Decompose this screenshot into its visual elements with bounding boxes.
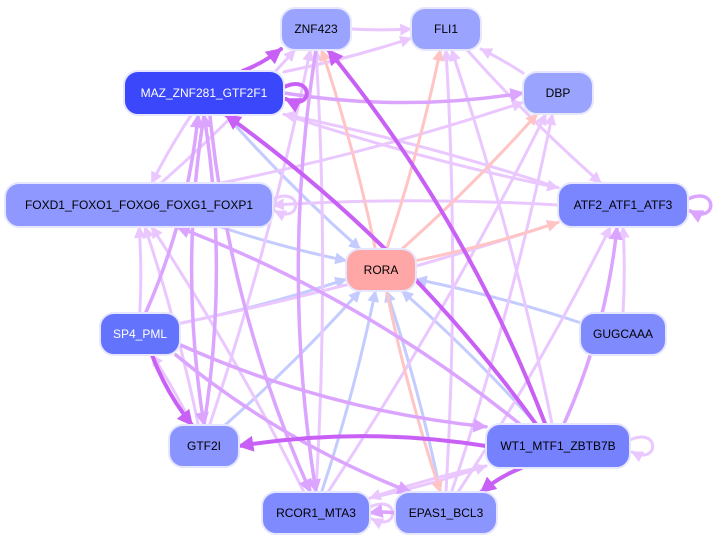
node-label: RORA <box>364 263 399 277</box>
edge-foxd1-to-foxd1 <box>271 194 298 222</box>
node-label: WT1_MTF1_ZBTB7B <box>500 439 615 453</box>
edge-maz-to-gtf2i <box>189 113 209 427</box>
node-box[interactable] <box>410 7 482 51</box>
edge-maz-to-znf423 <box>240 47 283 73</box>
edge-epas1-to-rora <box>384 289 442 494</box>
node-fli1[interactable]: FLI1 <box>410 7 482 51</box>
node-label: MAZ_ZNF281_GTF2F1 <box>141 86 268 100</box>
node-label: GTF2I <box>187 439 221 453</box>
edge-rcor1-to-znf423 <box>310 48 325 494</box>
node-znf423[interactable]: ZNF423 <box>280 7 352 51</box>
edge-rora-to-epas1 <box>385 289 443 494</box>
edge-wt1-to-epas1 <box>479 466 524 494</box>
edge-rcor1-to-foxd1 <box>150 225 306 494</box>
edge-gugcaaa-to-rora <box>414 275 582 325</box>
edge-gugcaaa-to-atf2 <box>617 225 630 315</box>
edge-sp4-to-foxd1 <box>133 225 146 315</box>
node-label: DBP <box>546 86 571 100</box>
edge-wt1-to-rora <box>400 289 538 426</box>
edge-rora-to-atf2 <box>414 220 560 263</box>
edge-znf423-to-fli1 <box>349 23 413 36</box>
edge-maz-to-rcor1 <box>208 113 313 494</box>
edge-sp4-to-wt1 <box>178 342 488 433</box>
edge-atf2-to-atf2 <box>686 194 713 223</box>
node-box[interactable] <box>280 7 352 51</box>
edge-rora-to-znf423 <box>319 48 377 251</box>
edge-maz-to-foxd1 <box>150 113 193 185</box>
node-box[interactable] <box>579 312 667 356</box>
edge-epas1-to-fli1 <box>440 48 455 494</box>
node-box[interactable] <box>4 182 274 228</box>
edge-epas1-to-atf2 <box>456 225 612 494</box>
edge-znf423-to-rcor1 <box>296 48 321 494</box>
edge-wt1-to-wt1 <box>628 435 655 463</box>
edge-gtf2i-to-maz <box>199 113 219 427</box>
edge-maz-to-maz <box>282 82 309 113</box>
edge-gtf2i-to-rora <box>223 289 362 427</box>
node-label: ATF2_ATF1_ATF3 <box>574 198 673 212</box>
node-gtf2i[interactable]: GTF2I <box>168 424 240 468</box>
node-box[interactable] <box>99 312 181 356</box>
edge-wt1-to-rcor1 <box>368 464 488 501</box>
edge-epas1-to-rcor1 <box>368 504 397 518</box>
edge-rora-to-fli1 <box>385 48 445 251</box>
node-box[interactable] <box>123 70 285 116</box>
edge-atf2-to-foxd1 <box>271 198 560 211</box>
node-sp4[interactable]: SP4_PML <box>99 312 181 356</box>
node-maz[interactable]: MAZ_ZNF281_GTF2F1 <box>123 70 285 116</box>
edge-foxd1-to-rora <box>219 225 348 265</box>
edge-maz-to-rora <box>224 113 362 251</box>
node-box[interactable] <box>485 423 631 469</box>
node-foxd1[interactable]: FOXD1_FOXO1_FOXO6_FOXG1_FOXP1 <box>4 182 274 228</box>
edge-wt1-to-gtf2i <box>237 434 488 452</box>
node-label: GUGCAAA <box>593 327 653 341</box>
node-label: SP4_PML <box>113 327 167 341</box>
edge-rcor1-to-rora <box>320 289 380 494</box>
edge-dbp-to-fli1 <box>479 47 525 75</box>
node-box[interactable] <box>345 248 417 292</box>
node-rcor1[interactable]: RCOR1_MTA3 <box>261 491 371 535</box>
node-box[interactable] <box>168 424 240 468</box>
node-label: RCOR1_MTA3 <box>276 506 356 520</box>
edge-foxd1-to-dbp <box>219 100 525 185</box>
node-label: FOXD1_FOXO1_FOXO6_FOXG1_FOXP1 <box>25 198 253 212</box>
node-label: ZNF423 <box>294 22 338 36</box>
node-dbp[interactable]: DBP <box>522 71 594 115</box>
node-label: EPAS1_BCL3 <box>409 506 484 520</box>
edge-maz-to-dbp <box>282 88 525 105</box>
node-box[interactable] <box>261 491 371 535</box>
node-wt1[interactable]: WT1_MTF1_ZBTB7B <box>485 423 631 469</box>
node-gugcaaa[interactable]: GUGCAAA <box>579 312 667 356</box>
node-box[interactable] <box>522 71 594 115</box>
edge-wt1-to-foxd1 <box>175 224 522 426</box>
node-box[interactable] <box>557 182 689 228</box>
edge-wt1-to-znf423 <box>326 48 548 426</box>
node-atf2[interactable]: ATF2_ATF1_ATF3 <box>557 182 689 228</box>
node-label: FLI1 <box>434 22 458 36</box>
node-box[interactable] <box>394 491 498 535</box>
node-epas1[interactable]: EPAS1_BCL3 <box>394 491 498 535</box>
edge-maz-to-fli1 <box>282 35 413 74</box>
edge-rora-to-dbp <box>400 112 539 251</box>
node-rora[interactable]: RORA <box>345 248 417 292</box>
edge-sp4-to-gtf2i <box>150 353 194 427</box>
